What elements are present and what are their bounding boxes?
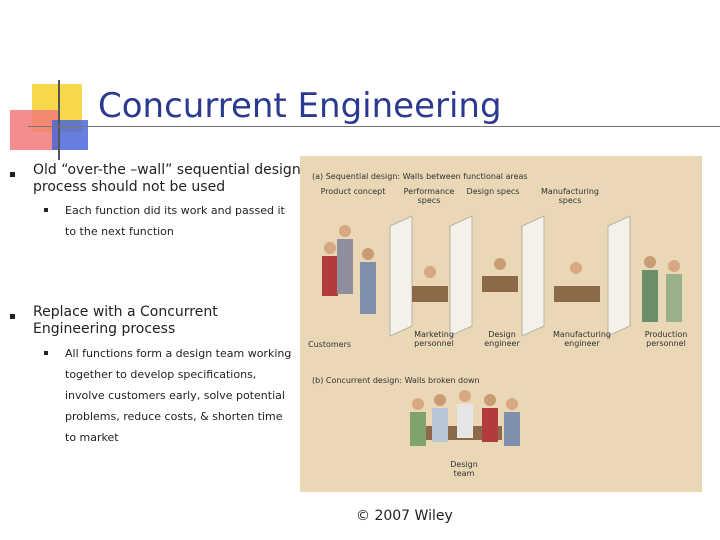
slide-title: Concurrent Engineering [98,86,502,126]
team-label: Design team [450,460,478,478]
bullet-2-sub-1: All functions form a design team working… [65,347,292,444]
panel-b-title: (b) Concurrent design: Walls broken down [312,376,480,385]
bullet-1-text: Old “over-the –wall” sequential design p… [33,162,301,195]
decorative-vertical-line [58,80,60,160]
role-label: Marketing personnel [414,330,454,348]
sequential-design-scene [322,215,682,446]
role-label: Manufacturing engineer [553,330,611,348]
role-label: Production personnel [644,330,688,348]
sub-bullet-marker [44,208,48,212]
decorative-red-square [10,110,58,150]
role-label: Design engineer [484,330,520,348]
stage-label: Product concept [320,187,386,196]
concurrent-design-illustration: (a) Sequential design: Walls between fun… [300,156,702,492]
role-label: Customers [308,340,352,349]
stage-label: Design specs [466,187,520,196]
copyright-text: © 2007 Wiley [356,508,453,524]
bullet-2-text: Replace with a Concurrent Engineering pr… [33,304,218,337]
bullet-1-sub-1: Each function did its work and passed it… [65,204,285,238]
stage-label: Manufacturing specs [541,187,599,205]
panel-a-title: (a) Sequential design: Walls between fun… [312,172,528,181]
bullet-marker [10,314,15,319]
bullet-marker [10,172,15,177]
title-underline [28,126,720,127]
stage-label: Performance specs [403,187,455,205]
sub-bullet-marker [44,351,48,355]
